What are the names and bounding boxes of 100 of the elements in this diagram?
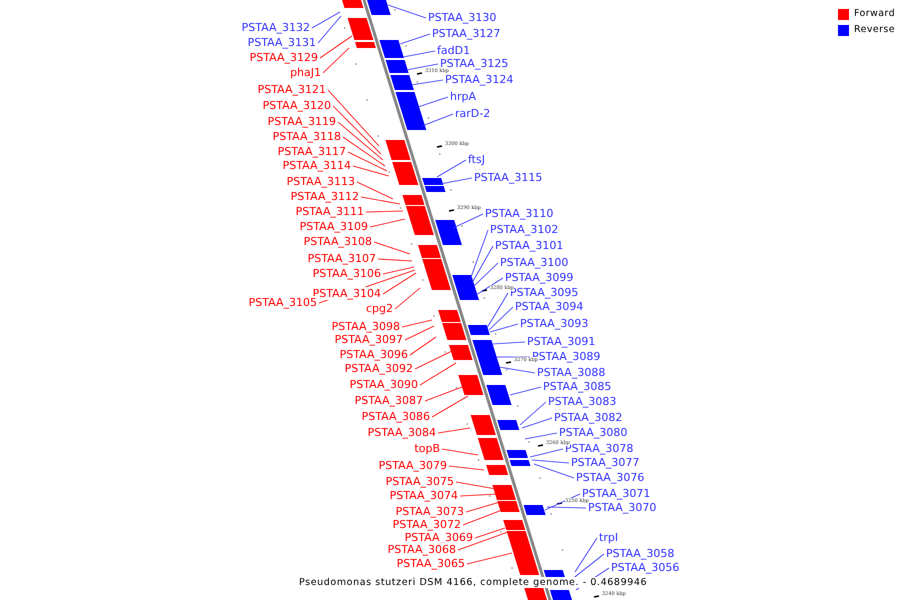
gene-label: PSTAA_3075 <box>386 475 454 488</box>
gene-label: PSTAA_3118 <box>272 130 341 143</box>
leader-line <box>466 502 500 512</box>
leader-line <box>490 324 518 332</box>
leader-line <box>394 288 420 310</box>
gene-label: PSTAA_3108 <box>304 235 372 248</box>
gene-label: PSTAA_3091 <box>527 335 596 348</box>
leader-line <box>370 218 406 228</box>
gene-label: PSTAA_3083 <box>548 395 616 408</box>
leader-line <box>424 386 462 402</box>
leader-line <box>410 336 436 356</box>
gene-label: PSTAA_3113 <box>286 175 355 188</box>
leader-line <box>422 114 454 126</box>
gene-label: PSTAA_3073 <box>396 505 464 518</box>
leader-line <box>458 532 508 550</box>
leader-line <box>382 266 414 274</box>
legend-label: Forward <box>854 8 896 19</box>
leader-line <box>352 166 390 176</box>
leader-line <box>328 90 380 146</box>
leader-line <box>492 342 526 344</box>
gene-label: PSTAA_3098 <box>332 320 400 333</box>
gene-label: PSTAA_3065 <box>396 557 465 570</box>
leader-line <box>474 528 506 538</box>
leader-line <box>418 96 448 108</box>
gene-label: fadD1 <box>437 44 470 57</box>
gene-label: PSTAA_3094 <box>515 300 584 313</box>
gene-label: hrpA <box>450 90 476 103</box>
leader-line <box>452 214 484 228</box>
gene-label: PSTAA_3127 <box>432 27 500 40</box>
leader-line <box>466 552 512 564</box>
gene-label: PSTAA_3114 <box>282 159 351 172</box>
gene-label: PSTAA_3086 <box>362 410 430 423</box>
gene-label: PSTAA_3093 <box>520 317 588 330</box>
leader-line <box>338 122 384 160</box>
gene-label: PSTAA_3100 <box>500 256 568 269</box>
gene-label: PSTAA_3068 <box>388 543 456 556</box>
leader-line <box>472 246 494 284</box>
gene-label: PSTAA_3120 <box>262 99 331 112</box>
gene-label: PSTAA_3097 <box>334 333 403 346</box>
gene-label: PSTAA_3069 <box>404 531 473 544</box>
gene-label: rarD-2 <box>455 107 490 120</box>
gene-label: PSTAA_3132 <box>242 21 310 34</box>
gene-label: PSTAA_3111 <box>296 205 364 218</box>
leader-line <box>410 80 444 86</box>
leader-line <box>460 494 498 496</box>
leader-line <box>510 386 542 396</box>
leader-line <box>382 272 416 294</box>
gene-label: PSTAA_3112 <box>290 190 359 203</box>
leader-line <box>356 182 394 200</box>
leader-line <box>402 50 436 58</box>
gene-label: PSTAA_3074 <box>390 489 458 502</box>
leader-line <box>498 366 536 374</box>
gene-label: PSTAA_3079 <box>378 459 447 472</box>
gene-label: PSTAA_3087 <box>354 394 423 407</box>
leader-line <box>476 278 504 296</box>
gene-label: PSTAA_3077 <box>571 456 640 469</box>
gene-label: PSTAA_3102 <box>490 223 558 236</box>
gene-label: PSTAA_3082 <box>554 411 622 424</box>
leader-line <box>342 136 386 166</box>
gene-label: PSTAA_3105 <box>248 296 317 309</box>
leader-line <box>520 402 546 426</box>
gene-label: PSTAA_3125 <box>440 57 508 70</box>
gene-label: PSTAA_3101 <box>495 239 564 252</box>
leader-line <box>524 432 558 440</box>
leader-line <box>534 464 574 478</box>
gene-label: PSTAA_3119 <box>268 115 336 128</box>
leader-line <box>318 16 342 44</box>
gene-label: PSTAA_3071 <box>582 487 650 500</box>
gene-label: phaJ1 <box>290 66 321 79</box>
gene-label: PSTAA_3099 <box>505 271 574 284</box>
leader-line <box>440 178 472 184</box>
gene-label: PSTAA_3076 <box>576 471 644 484</box>
leader-line <box>442 448 478 456</box>
gene-label: PSTAA_3072 <box>392 518 461 531</box>
gene-label: PSTAA_3088 <box>537 366 606 379</box>
leader-line <box>348 152 388 172</box>
gene-label: PSTAA_3084 <box>368 426 436 439</box>
leader-line <box>530 448 564 458</box>
leader-line <box>546 506 586 508</box>
leader-line <box>374 242 410 254</box>
gene-label: PSTAA_3115 <box>474 171 542 184</box>
leader-line <box>404 326 434 340</box>
leader-line <box>420 362 456 386</box>
leader-line <box>532 460 570 464</box>
leader-line <box>360 196 400 204</box>
gene-label: trpI <box>599 531 618 544</box>
leader-line <box>312 12 340 28</box>
gene-label: PSTAA_3130 <box>428 11 496 24</box>
gene-label: PSTAA_3129 <box>250 51 318 64</box>
leader-line <box>456 482 496 490</box>
gene-label: PSTAA_3131 <box>248 36 316 49</box>
gene-label: PSTAA_3110 <box>485 207 554 220</box>
gene-label: PSTAA_3096 <box>340 348 408 361</box>
leader-line <box>522 418 552 428</box>
leader-line <box>322 48 350 74</box>
gene-label: cpg2 <box>366 302 393 315</box>
gene-label: PSTAA_3080 <box>559 426 628 439</box>
leader-line <box>320 36 352 58</box>
gene-label: PSTAA_3058 <box>606 547 674 560</box>
leader-line <box>432 396 468 418</box>
